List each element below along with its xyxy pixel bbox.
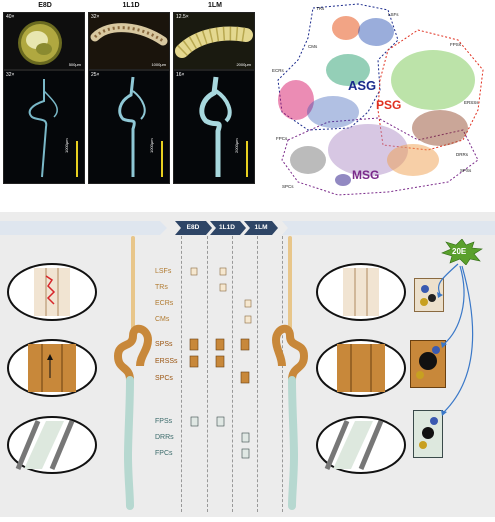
cluster-label-drrs: DRRs	[456, 152, 468, 157]
umap-scatter	[277, 3, 484, 196]
larva-image	[90, 23, 168, 46]
zoom-middle-right	[315, 338, 407, 398]
cell-label-cms: CMs	[155, 316, 170, 323]
middle-cell-zoom	[7, 339, 97, 397]
cell-label-fpcs: FPCs	[155, 450, 173, 457]
cluster-label-ecrs: ECRs	[272, 68, 284, 73]
cell-label-spcs: SPCs	[155, 375, 173, 382]
scale-label: 1000μm	[151, 62, 166, 67]
region-label-msg: MSG	[352, 168, 380, 182]
hormone-label: 20E	[452, 247, 467, 256]
scale-bar	[246, 141, 248, 177]
magnification-label: 32×	[6, 72, 15, 78]
scale-label: 2000μm	[236, 62, 251, 67]
magnification-label: 25×	[91, 72, 100, 78]
middle-cell-graphic	[416, 346, 440, 379]
silk-gland-left	[100, 236, 160, 512]
photo-larva-1l1d: 32× 1000μm	[88, 12, 170, 70]
stage-title-1l1d: 1L1D	[122, 2, 140, 9]
photo-larva-1lm: 12.5× 2000μm	[173, 12, 255, 70]
photo-egg-e8d: 40× 500μm	[3, 12, 85, 70]
stage-header-e8d: E8D	[186, 224, 200, 231]
silk-gland-right	[262, 236, 322, 512]
stage-header-1lm: 1LM	[254, 224, 268, 231]
posterior-cell-graphic	[419, 417, 438, 449]
cluster-label-fpcs: FPCs	[276, 136, 288, 141]
silk-gland-right-graphic	[271, 236, 309, 510]
scale-bar	[161, 141, 163, 177]
anterior-cell-zoom	[316, 263, 406, 321]
scale-bar	[76, 141, 78, 177]
photo-gland-1lm: 16× 2000μm	[173, 70, 255, 184]
cell-box-middle	[410, 340, 446, 388]
magnification-label: 12.5×	[176, 14, 189, 20]
arrow-band-graphic	[0, 221, 495, 235]
magnification-label: 16×	[176, 72, 185, 78]
magnification-label: 32×	[91, 14, 100, 20]
anterior-cell-graphic	[420, 285, 436, 306]
silk-gland-left-graphic	[113, 236, 153, 510]
cluster-label-lsfs: LSFs	[388, 12, 399, 17]
cluster-label-erss: ERSSs	[464, 100, 479, 105]
zoom-posterior-right	[315, 415, 407, 475]
zoom-middle-left	[6, 338, 98, 398]
region-label-asg: ASG	[348, 78, 377, 93]
magnification-label: 40×	[6, 14, 15, 20]
umap-plot: TRs LSFs CMs FPSs ECRs ERSSs FPCs DRRs S…	[268, 0, 492, 205]
cluster-label-trs: TRs	[316, 6, 325, 11]
middle-cell-zoom	[316, 339, 406, 397]
cell-label-drrs: DRRs	[155, 434, 174, 441]
silk-gland-image	[28, 79, 58, 178]
hormone-arrows	[400, 240, 495, 440]
stage-arrow-band	[0, 221, 495, 235]
cell-label-fpss: FPSs	[155, 418, 173, 425]
column-guide	[181, 236, 182, 512]
anterior-cell-zoom	[7, 263, 97, 321]
hormone-badge: 20E	[440, 238, 484, 266]
column-guide	[282, 236, 283, 512]
photo-gland-1l1d: 25× 1000μm	[88, 70, 170, 184]
stage-title-e8d: E8D	[38, 2, 52, 9]
cell-label-trs: TRs	[155, 284, 168, 291]
region-label-psg: PSG	[376, 98, 402, 112]
hormone-arrow-graphic	[437, 263, 474, 416]
zoom-anterior-right	[315, 262, 407, 322]
cluster-label-spss: SPSs	[460, 168, 472, 173]
cell-label-erss: ERSSs	[155, 358, 178, 365]
posterior-cell-zoom	[316, 416, 406, 474]
cluster-label-fpss: FPSs	[450, 42, 462, 47]
silk-gland-image	[199, 76, 232, 177]
photo-gland-e8d: 32× 1000μm	[3, 70, 85, 184]
cell-box-posterior	[413, 410, 443, 458]
column-guide	[207, 236, 208, 512]
zoom-posterior-left	[6, 415, 98, 475]
scale-label: 500μm	[68, 62, 81, 67]
stage-title-1lm: 1LM	[208, 2, 222, 9]
zoom-anterior-left	[6, 262, 98, 322]
cell-label-lsfs: LSFs	[155, 268, 172, 275]
column-guide	[232, 236, 233, 512]
larva-image	[175, 26, 253, 58]
stage-header-1l1d: 1L1D	[219, 224, 235, 231]
posterior-cell-zoom	[7, 416, 97, 474]
cell-label-spss: SPSs	[155, 341, 173, 348]
cell-label-ecrs: ECRs	[155, 300, 174, 307]
silk-gland-image	[118, 76, 146, 177]
column-guide	[257, 236, 258, 512]
egg-image	[18, 21, 62, 65]
cluster-label-cms: CMs	[308, 44, 318, 49]
cluster-label-spcs: SPCs	[282, 184, 294, 189]
